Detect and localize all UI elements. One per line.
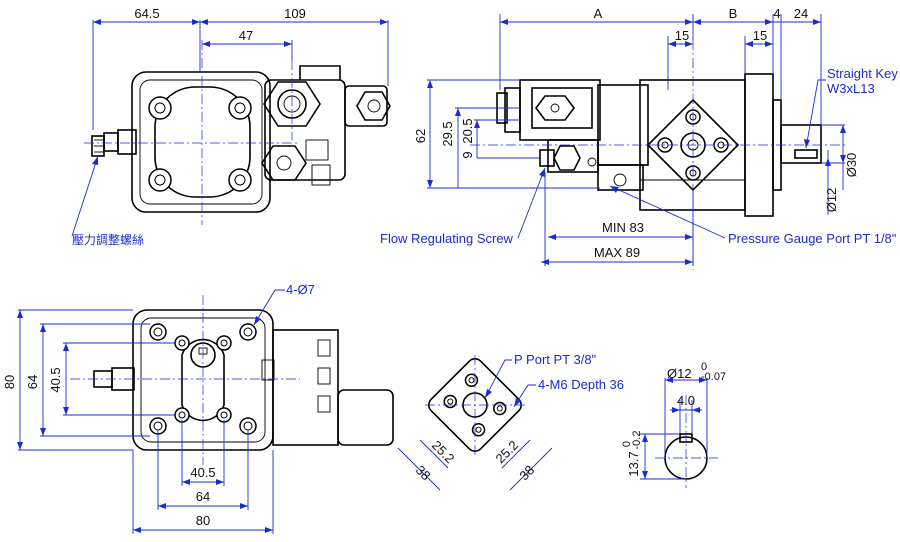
dim-47: 47 xyxy=(239,28,253,43)
dim-62: 62 xyxy=(413,129,428,143)
m6-label: 4-M6 Depth 36 xyxy=(538,377,624,392)
dim-b: B xyxy=(729,6,738,21)
shaft-view-dimensions: Ø12 0 -0.07 4.0 13.7 0 -0.2 xyxy=(621,361,726,480)
dim-40-5-vertical: 40.5 xyxy=(48,367,63,392)
dim-25-2-right: 25.2 xyxy=(493,438,522,467)
dim-109: 109 xyxy=(284,6,306,21)
dim-shaft-height: 13.7 xyxy=(626,451,641,476)
bottom-view xyxy=(70,295,394,465)
dim-29-5: 29.5 xyxy=(440,121,455,146)
dim-shaft-height-tol-lower: -0.2 xyxy=(631,431,643,450)
bottom-view-dimensions: 80 64 40.5 40.5 64 80 4-Ø7 xyxy=(2,282,315,534)
dim-15-right: 15 xyxy=(753,28,767,43)
flow-screw-label: Flow Regulating Screw xyxy=(380,231,514,246)
pressure-screw-label: 壓力調整螺絲 xyxy=(72,232,144,247)
holes-label: 4-Ø7 xyxy=(286,282,315,297)
dim-dia30: Ø30 xyxy=(844,153,859,178)
port-view-dimensions: P Port PT 3/8" 4-M6 Depth 36 25.2 38 25.… xyxy=(397,352,624,491)
p-port-label: P Port PT 3/8" xyxy=(514,352,597,367)
dim-dia12: Ø12 xyxy=(824,188,839,213)
dim-80-vertical: 80 xyxy=(2,375,17,389)
port-view xyxy=(425,355,525,455)
shaft-view xyxy=(655,395,718,488)
dim-64-vertical: 64 xyxy=(25,375,40,389)
dim-max-89: MAX 89 xyxy=(594,245,640,260)
side-view-dimensions: A B 4 24 15 15 62 29.5 20.5 9 xyxy=(380,6,898,266)
dim-64-5: 64.5 xyxy=(134,6,159,21)
dim-key-width: 4.0 xyxy=(677,393,695,408)
dim-4: 4 xyxy=(773,6,780,21)
dim-shaft-tol-lower: -0.07 xyxy=(701,371,726,383)
straight-key-label: Straight Key xyxy=(827,66,898,81)
front-view-dimensions: 64.5 109 47 壓力調整螺絲 xyxy=(71,6,389,247)
dim-min-83: MIN 83 xyxy=(602,220,644,235)
dim-shaft-dia: Ø12 xyxy=(667,366,692,381)
dim-80-horizontal: 80 xyxy=(196,513,210,528)
gauge-port-label: Pressure Gauge Port PT 1/8" xyxy=(728,231,897,246)
dim-9: 9 xyxy=(460,151,475,158)
dim-20-5: 20.5 xyxy=(460,118,475,143)
key-size-label: W3xL13 xyxy=(827,81,875,96)
dim-15-left: 15 xyxy=(675,28,689,43)
dim-40-5-horizontal: 40.5 xyxy=(190,465,215,480)
dim-shaft-height-tol-upper: 0 xyxy=(621,441,633,447)
dim-25-2-left: 25.2 xyxy=(429,438,458,467)
dim-64-horizontal: 64 xyxy=(196,489,210,504)
dim-shaft-tol-upper: 0 xyxy=(701,361,707,373)
front-view xyxy=(84,40,391,225)
dim-a: A xyxy=(594,6,603,21)
dim-24: 24 xyxy=(794,6,808,21)
